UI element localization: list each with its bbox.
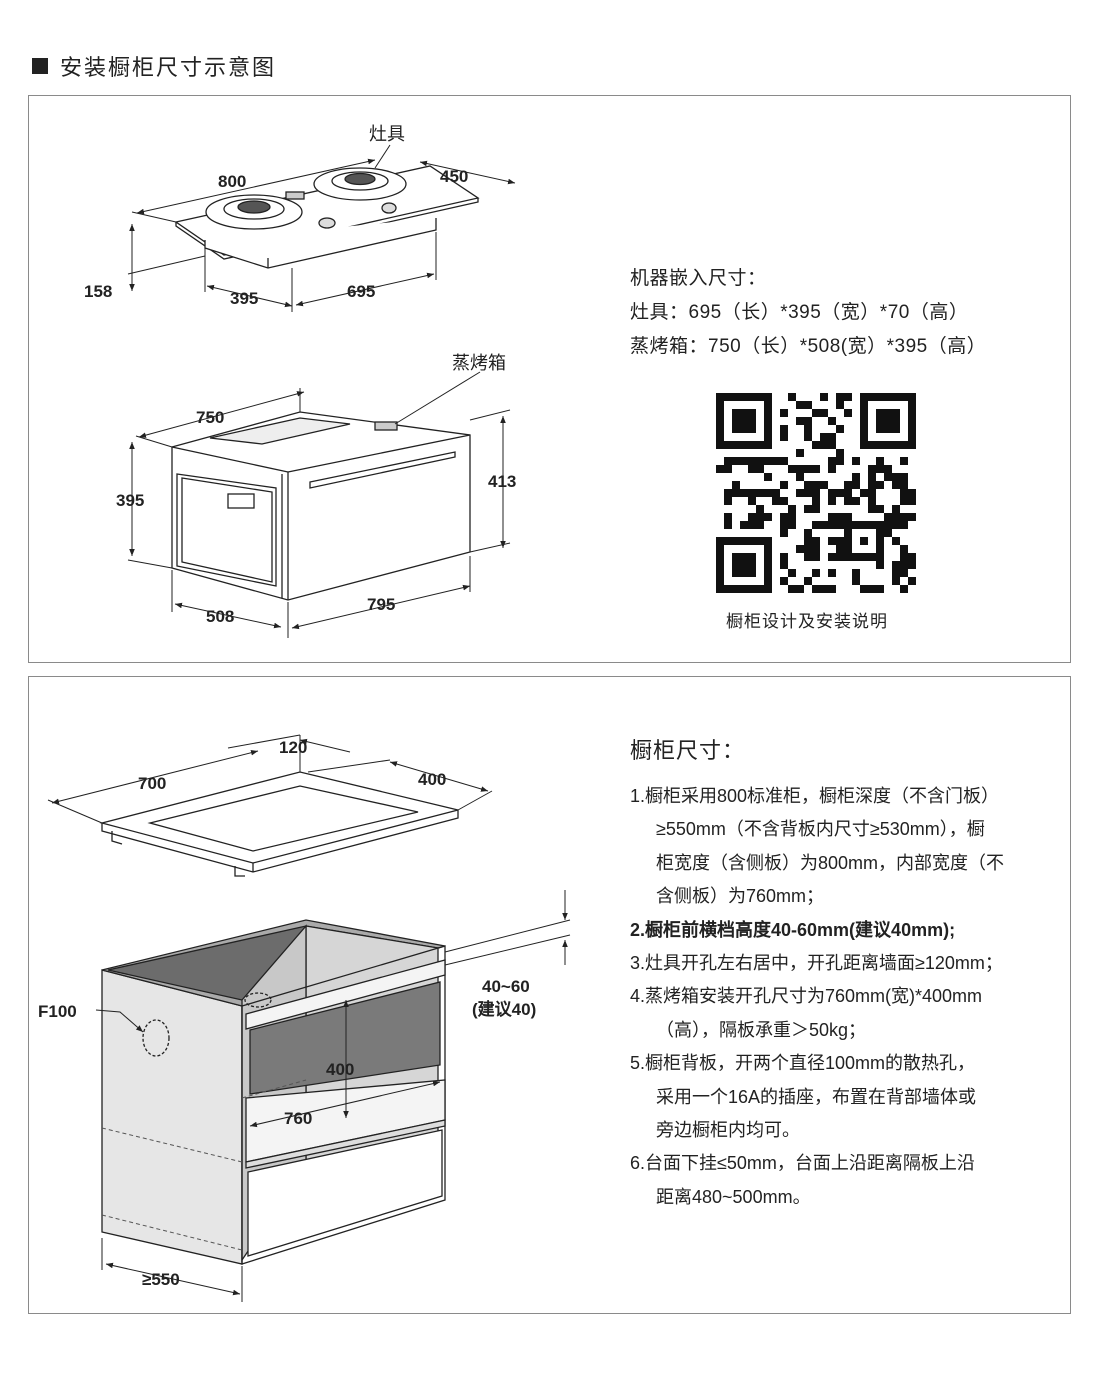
note-line: 柜宽度（含侧板）为800mm，内部宽度（不: [656, 852, 1005, 873]
oven-dimension-lines: [127, 371, 511, 638]
hob-height-dim: 158: [84, 282, 112, 301]
vent-dim: F100: [38, 1002, 77, 1021]
spec-oven-line: 蒸烤箱：750（长）*508(宽）*395（高）: [630, 336, 987, 357]
note-line: 1.橱柜采用800标准柜，橱柜深度（不含门板）: [630, 786, 1000, 806]
spec-title: 机器嵌入尺寸：: [630, 268, 767, 289]
cutout-width-dim: 400: [418, 770, 446, 789]
cabinet-dimension-lines: [95, 890, 571, 1302]
oven-height-dim: 395: [116, 491, 144, 510]
cabinet-notes: 1.橱柜采用800标准柜，橱柜深度（不含门板） ≥550mm（不含背板内尺寸≥5…: [630, 780, 1060, 1214]
oven-width-dim: 750: [196, 408, 224, 427]
qr-caption: 橱柜设计及安装说明: [726, 612, 888, 631]
hob-label: 灶具: [369, 124, 405, 144]
hob-width-dim: 450: [440, 167, 468, 186]
oven-drawing: [171, 411, 471, 601]
section-heading: 安装橱柜尺寸示意图: [32, 50, 276, 82]
oven-depth-dim: 795: [367, 595, 395, 614]
cabinet-depth-dim: ≥550: [142, 1270, 180, 1289]
hob-cut-length-dim: 695: [347, 282, 375, 301]
note-line: 旁边橱柜内均可。: [656, 1120, 800, 1141]
cabinet-panel: [28, 676, 1071, 1314]
note-line: 采用一个16A的插座，布置在背部墙体或: [656, 1086, 977, 1107]
hob-cut-depth-dim: 395: [230, 289, 258, 308]
note-line: 2.橱柜前横档高度40-60mm(建议40mm);: [630, 919, 956, 940]
note-line: 含侧板）为760mm；: [656, 886, 825, 907]
note-line: （高），隔板承重＞50kg；: [656, 1019, 867, 1040]
cabinet-hidden-lines: [101, 1079, 307, 1251]
oven-label: 蒸烤箱: [452, 353, 506, 373]
hob-dimension-lines: [127, 144, 516, 312]
cutout-gap-dim: 120: [279, 738, 307, 757]
note-line: ≥550mm（不含背板内尺寸≥530mm），橱: [656, 819, 985, 840]
opening-width-dim: 760: [284, 1109, 312, 1128]
oven-total-height-dim: 413: [488, 472, 516, 491]
appliance-panel: [28, 95, 1071, 663]
spec-hob-line: 灶具：695（长）*395（宽）*70（高）: [630, 302, 969, 323]
hob-length-dim: 800: [218, 172, 246, 191]
opening-height-dim: 400: [326, 1060, 354, 1079]
rail-note: (建议40): [472, 999, 536, 1019]
cutout-dimension-lines: [47, 734, 493, 824]
qr-code-icon[interactable]: [716, 393, 916, 593]
note-line: 3.灶具开孔左右居中，开孔距离墙面≥120mm；: [630, 953, 1003, 974]
heading-text: 安装橱柜尺寸示意图: [60, 55, 277, 80]
note-line: 4.蒸烤箱安装开孔尺寸为760mm(宽)*400mm: [630, 986, 983, 1007]
rail-dim: 40~60: [482, 977, 530, 996]
cabinet-notes-title: 橱柜尺寸：: [630, 738, 746, 763]
note-line: 距离480~500mm。: [656, 1186, 811, 1207]
oven-front-depth-dim: 508: [206, 607, 234, 626]
note-line: 5.橱柜背板，开两个直径100mm的散热孔，: [630, 1053, 976, 1074]
embed-spec: 机器嵌入尺寸： 灶具：695（长）*395（宽）*70（高） 蒸烤箱：750（长…: [630, 262, 986, 364]
heading-square-icon: [32, 58, 48, 74]
cutout-length-dim: 700: [138, 774, 166, 793]
cabinet-drawing: [101, 919, 446, 1265]
note-line: 6.台面下挂≤50mm，台面上沿距离隔板上沿: [630, 1153, 975, 1174]
